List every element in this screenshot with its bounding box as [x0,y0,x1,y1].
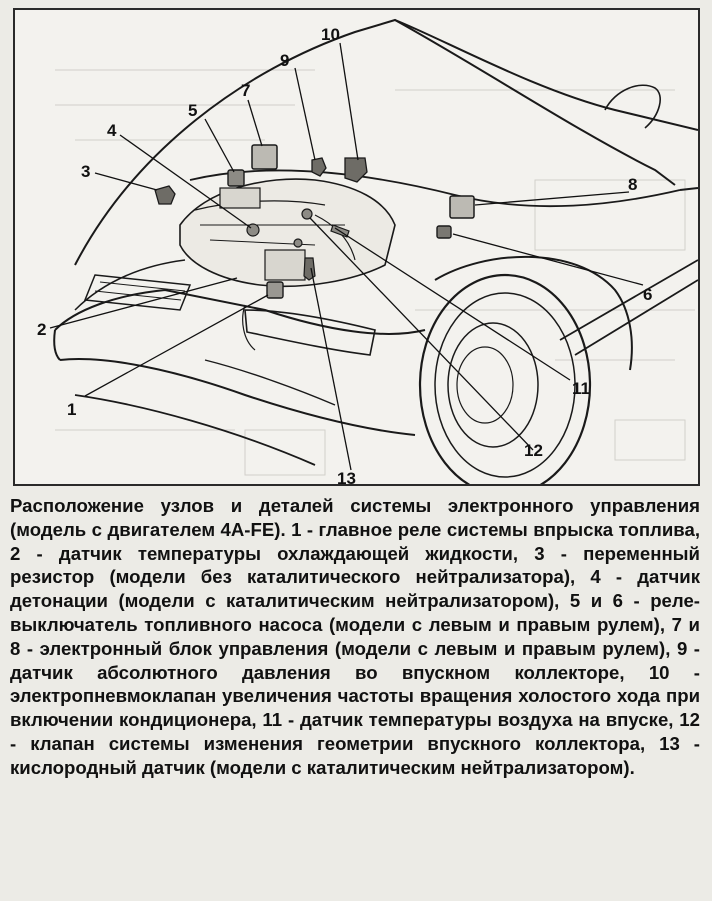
callout-12: 12 [524,441,543,460]
callout-9: 9 [280,51,289,70]
callout-8: 8 [628,175,637,194]
callout-11: 11 [572,379,590,398]
callout-13: 13 [337,469,356,484]
car-front-drawing: 1 2 3 4 5 6 7 8 9 10 11 12 13 [37,18,698,484]
callout-1: 1 [67,400,76,419]
engine-bay-illustration: 1 2 3 4 5 6 7 8 9 10 11 12 13 [13,8,700,486]
callout-2: 2 [37,320,46,339]
callout-10: 10 [321,25,340,44]
figure-caption: Расположение узлов и деталей системы эле… [10,495,700,778]
callout-6: 6 [643,285,652,304]
callout-3: 3 [81,162,90,181]
callout-5: 5 [188,101,197,120]
callout-4: 4 [107,121,117,140]
callout-7: 7 [241,81,250,100]
